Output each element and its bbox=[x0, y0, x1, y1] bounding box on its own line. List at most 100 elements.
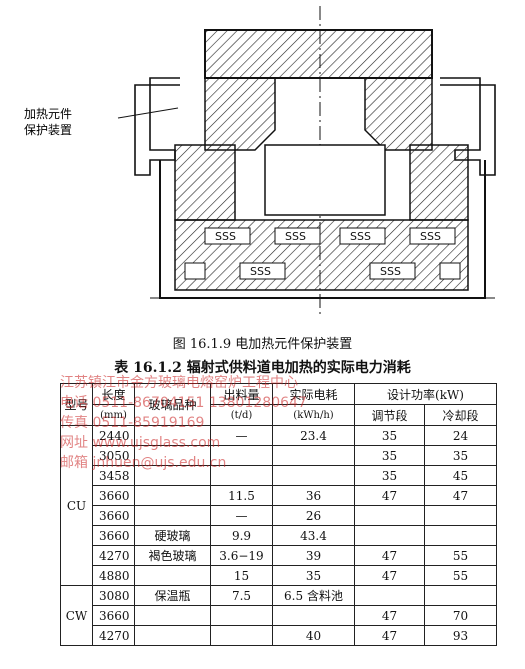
cell-output: — bbox=[210, 425, 273, 446]
cell-cool: 24 bbox=[423, 425, 498, 446]
cell-output: 3.6−19 bbox=[210, 545, 273, 566]
cell-glass bbox=[134, 625, 211, 646]
header-model: 型号 bbox=[60, 383, 93, 426]
header-cool: 冷却段 bbox=[423, 404, 498, 426]
cell-glass: 保温瓶 bbox=[134, 585, 211, 606]
top-cover-block bbox=[204, 29, 433, 79]
svg-text:SSS: SSS bbox=[250, 265, 271, 278]
header-output-unit: (t/d) bbox=[210, 404, 273, 426]
cell-cool: 55 bbox=[423, 565, 498, 586]
cell-power: 35 bbox=[272, 565, 355, 586]
upper-left-refractory bbox=[204, 77, 276, 151]
cell-glass bbox=[134, 465, 211, 486]
heating-element-protection-diagram: 加热元件 保护装置 SSS SSS SSS SSS SSS SSS bbox=[24, 6, 496, 318]
cell-adj: 47 bbox=[354, 545, 425, 566]
label-line2: 保护装置 bbox=[24, 123, 72, 137]
header-design-power: 设计功率(kW) bbox=[353, 383, 498, 405]
heating-element-slots bbox=[184, 227, 461, 280]
channel-space bbox=[264, 144, 386, 216]
header-output: 出料量 bbox=[210, 383, 273, 405]
cell-glass bbox=[134, 565, 211, 586]
cell-length: 3080 bbox=[92, 585, 135, 606]
power-consumption-table: 型号 长度 玻璃品种 出料量 实际电耗 设计功率(kW) (mm) (t/d) … bbox=[60, 383, 498, 646]
cell-glass: 褐色玻璃 bbox=[134, 545, 211, 566]
cell-glass bbox=[134, 485, 211, 506]
upper-right-refractory bbox=[364, 77, 433, 151]
cell-glass bbox=[134, 445, 211, 466]
cell-power: 43.4 bbox=[272, 525, 355, 546]
right-side-block bbox=[409, 144, 469, 221]
cell-power bbox=[272, 445, 355, 466]
cell-power bbox=[272, 605, 355, 626]
cell-cool: 45 bbox=[423, 465, 498, 486]
cell-output bbox=[210, 445, 273, 466]
left-side-block bbox=[174, 144, 236, 221]
cell-length: 3458 bbox=[92, 465, 135, 486]
cell-length: 3660 bbox=[92, 485, 135, 506]
cell-cool: 55 bbox=[423, 545, 498, 566]
header-power-unit: (kWh/h) bbox=[272, 404, 355, 426]
label-leader bbox=[117, 107, 179, 119]
cell-length: 4880 bbox=[92, 565, 135, 586]
header-adjust: 调节段 bbox=[354, 404, 425, 426]
header-length-unit: (mm) bbox=[92, 404, 135, 426]
cell-power: 23.4 bbox=[272, 425, 355, 446]
cell-output: 9.9 bbox=[210, 525, 273, 546]
cell-glass bbox=[134, 505, 211, 526]
cell-output: 11.5 bbox=[210, 485, 273, 506]
svg-text:SSS: SSS bbox=[380, 265, 401, 278]
slot-marks: SSS SSS SSS SSS SSS SSS bbox=[215, 230, 441, 278]
cell-length: 3660 bbox=[92, 525, 135, 546]
cell-power bbox=[272, 465, 355, 486]
group-cu: CU bbox=[60, 425, 93, 586]
cell-adj bbox=[354, 585, 425, 606]
cell-output bbox=[210, 625, 273, 646]
cell-length: 3050 bbox=[92, 445, 135, 466]
cell-cool: 35 bbox=[423, 445, 498, 466]
cell-adj: 47 bbox=[354, 625, 425, 646]
table-caption: 表 16.1.2 辐射式供料道电加热的实际电力消耗 bbox=[114, 360, 411, 376]
cell-output bbox=[210, 465, 273, 486]
header-length: 长度 bbox=[92, 383, 135, 405]
cell-cool: 93 bbox=[423, 625, 498, 646]
cell-cool bbox=[423, 505, 498, 526]
cell-power: 40 bbox=[272, 625, 355, 646]
cell-length: 2440 bbox=[92, 425, 135, 446]
svg-text:SSS: SSS bbox=[285, 230, 306, 243]
cell-adj: 35 bbox=[354, 465, 425, 486]
cell-glass bbox=[134, 425, 211, 446]
cell-adj: 35 bbox=[354, 425, 425, 446]
cell-glass: 硬玻璃 bbox=[134, 525, 211, 546]
header-glass: 玻璃品种 bbox=[134, 383, 211, 426]
cell-output: — bbox=[210, 505, 273, 526]
svg-text:SSS: SSS bbox=[420, 230, 441, 243]
cell-power: 6.5 含料池 bbox=[272, 585, 355, 606]
cell-adj: 47 bbox=[354, 485, 425, 506]
cell-adj: 47 bbox=[354, 605, 425, 626]
figure-caption: 图 16.1.9 电加热元件保护装置 bbox=[172, 337, 353, 352]
left-element-hood bbox=[134, 77, 180, 176]
cell-adj bbox=[354, 525, 425, 546]
cell-adj: 35 bbox=[354, 445, 425, 466]
cell-adj bbox=[354, 505, 425, 526]
cell-power: 39 bbox=[272, 545, 355, 566]
cell-output bbox=[210, 605, 273, 626]
cell-length: 4270 bbox=[92, 625, 135, 646]
cell-output: 7.5 bbox=[210, 585, 273, 606]
svg-text:SSS: SSS bbox=[350, 230, 371, 243]
cell-adj: 47 bbox=[354, 565, 425, 586]
cell-cool bbox=[423, 585, 498, 606]
cell-power: 36 bbox=[272, 485, 355, 506]
label-line1: 加热元件 bbox=[24, 107, 72, 121]
svg-text:SSS: SSS bbox=[215, 230, 236, 243]
